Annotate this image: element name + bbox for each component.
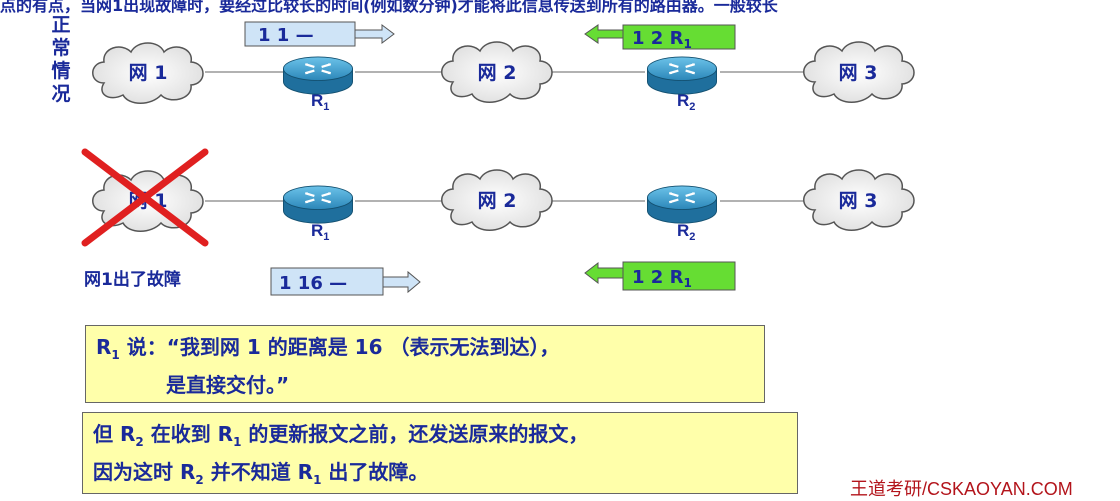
cloud-label: 网 3 <box>839 190 878 212</box>
box2-line1: 但 R2 在收到 R1 的更新报文之前，还发送原来的报文， <box>93 422 589 449</box>
router-label: R1 <box>311 91 329 113</box>
cloud-label: 网 1 <box>129 62 168 84</box>
msg-text: 1 2 R1 <box>632 267 692 290</box>
normal-char: 情 <box>51 60 71 82</box>
msg-text: 1 1 — <box>258 25 314 46</box>
normal-char: 况 <box>51 83 71 105</box>
row2-router-r1: R1 <box>282 185 354 243</box>
row1-router-r1: R1 <box>282 56 354 113</box>
normal-char: 常 <box>51 37 71 59</box>
row1-cloud-net3: 网 3 <box>802 41 915 104</box>
box1-line2: 是直接交付。” <box>166 373 290 397</box>
box2-line2: 因为这时 R2 并不知道 R1 出了故障。 <box>93 460 429 487</box>
normal-case-label: 正 常 情 况 <box>49 14 73 106</box>
row1-msg-right: 1 2 R1 <box>584 24 736 51</box>
footer-brand: 王道考研/CSKAOYAN.COM <box>850 479 1073 499</box>
cloud-label: 网 2 <box>478 190 517 212</box>
row1-router-r2: R2 <box>646 56 718 113</box>
normal-char: 正 <box>51 14 71 36</box>
row2-cloud-net3: 网 3 <box>802 169 915 232</box>
fault-cross-icon <box>81 148 209 247</box>
router-label: R2 <box>677 91 695 113</box>
box1-line1: R1 说：“我到网 1 的距离是 16 （表示无法到达）， <box>96 335 560 362</box>
header-fragment: 点的有点，当网1出现故障时，要经过比较长的时间(例如数分钟)才能将此信息传送到所… <box>0 0 778 15</box>
router-label: R1 <box>311 221 329 243</box>
fault-caption: 网1出了故障 <box>84 270 181 290</box>
row2-cloud-net2: 网 2 <box>440 169 553 232</box>
row1-msg-left: 1 1 — <box>244 21 395 47</box>
explanation-box-r1: R1 说：“我到网 1 的距离是 16 （表示无法到达）， 是直接交付。” <box>85 325 765 403</box>
row2-router-r2: R2 <box>646 185 718 243</box>
msg-text: 1 2 R1 <box>632 28 692 51</box>
row1-cloud-net2: 网 2 <box>440 41 553 104</box>
cloud-label: 网 2 <box>478 62 517 84</box>
row2-msg-right: 1 2 R1 <box>584 261 736 291</box>
cloud-label: 网 3 <box>839 62 878 84</box>
router-label: R2 <box>677 221 695 243</box>
row2-msg-left: 1 16 — <box>270 267 421 296</box>
msg-text: 1 16 — <box>279 273 347 294</box>
explanation-box-r2: 但 R2 在收到 R1 的更新报文之前，还发送原来的报文， 因为这时 R2 并不… <box>82 412 798 494</box>
row1-cloud-net1: 网 1 <box>91 42 204 105</box>
